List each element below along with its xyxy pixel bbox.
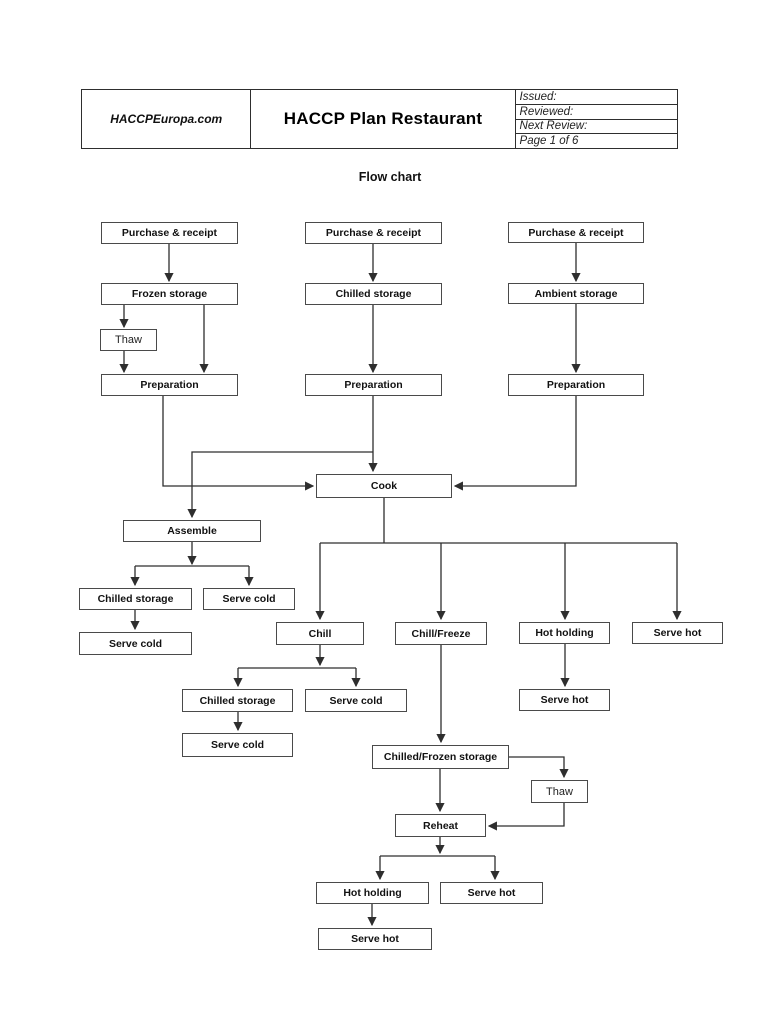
node-chilled-storage-top: Chilled storage [305,283,442,305]
meta-next-review: Next Review: [515,118,677,134]
node-assemble: Assemble [123,520,261,542]
node-ambient-storage: Ambient storage [508,283,644,304]
node-serve-cold-mid-top: Serve cold [305,689,407,712]
node-chilled-storage-mid: Chilled storage [182,689,293,712]
header-meta-block: Issued: Reviewed: Next Review: Page 1 of… [515,90,677,148]
flow-connector [187,451,373,519]
node-purchase3: Purchase & receipt [508,222,644,243]
node-serve-hot-right: Serve hot [632,622,723,644]
node-chill-freeze: Chill/Freeze [395,622,487,645]
flow-connector [162,396,315,491]
node-serve-hot-bottom-right: Serve hot [440,882,543,904]
node-preparation-1: Preparation [101,374,238,396]
node-chilled-frozen-storage: Chilled/Frozen storage [372,745,509,769]
node-serve-hot-final: Serve hot [318,928,432,950]
node-chilled-storage-left: Chilled storage [79,588,192,610]
node-reheat: Reheat [395,814,486,837]
header-table: HACCPEuropa.com HACCP Plan Restaurant Is… [81,89,678,149]
node-hot-holding-right: Hot holding [519,622,610,644]
node-thaw-1: Thaw [100,329,157,351]
node-serve-cold-mid-bottom: Serve cold [182,733,293,757]
node-cook: Cook [316,474,452,498]
document-title: HACCP Plan Restaurant [250,90,516,148]
node-thaw-2: Thaw [531,780,588,803]
node-frozen-storage: Frozen storage [101,283,238,305]
node-preparation-2: Preparation [305,374,442,396]
node-hot-holding-bottom: Hot holding [316,882,429,904]
node-purchase2: Purchase & receipt [305,222,442,244]
company-logo-text: HACCPEuropa.com [110,112,223,126]
node-serve-cold-left-bottom: Serve cold [79,632,192,655]
flow-connector [453,396,577,491]
meta-reviewed: Reviewed: [515,103,677,119]
node-preparation-3: Preparation [508,374,644,396]
flow-chart-title: Flow chart [358,170,422,184]
flow-connector [509,756,569,779]
node-serve-hot-under-holding: Serve hot [519,689,610,711]
node-purchase1: Purchase & receipt [101,222,238,244]
node-serve-cold-left-top: Serve cold [203,588,295,610]
node-chill: Chill [276,622,364,645]
flow-connector [487,803,565,831]
meta-page-number: Page 1 of 6 [515,133,677,148]
meta-issued: Issued: [519,90,557,103]
